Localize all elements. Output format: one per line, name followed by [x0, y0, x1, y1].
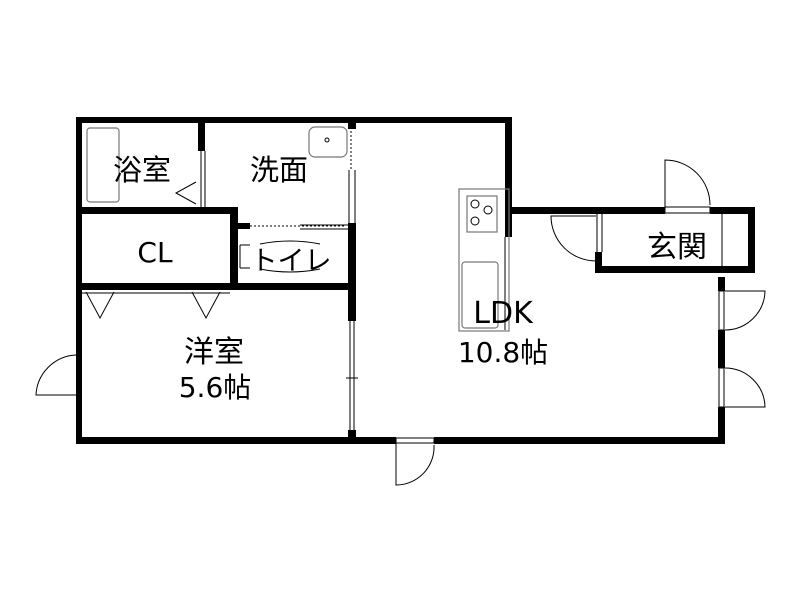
- entrance-inner-door-icon: [550, 215, 597, 262]
- room-label-bath: 浴室: [113, 153, 171, 187]
- ldk-bottom-door-icon: [395, 440, 435, 486]
- room-label-ldk: LDK: [473, 296, 534, 331]
- room-label-closet: CL: [137, 236, 173, 269]
- room-size-ldk: 10.8帖: [458, 336, 548, 369]
- fixtures: [82, 123, 723, 430]
- room-label-toilet: トイレ: [251, 246, 332, 277]
- western-room-door-icon: [35, 354, 77, 396]
- entrance-door-icon: [664, 159, 711, 207]
- room-label-entrance: 玄関: [647, 230, 707, 265]
- room-label-western: 洋室: [184, 335, 244, 370]
- doors: [35, 159, 766, 486]
- ldk-door-icon: [724, 290, 766, 331]
- room-label-washroom: 洗面: [250, 153, 308, 187]
- walls: [76, 117, 755, 444]
- ldk-door-icon: [724, 367, 766, 408]
- room-size-western: 5.6帖: [179, 371, 252, 404]
